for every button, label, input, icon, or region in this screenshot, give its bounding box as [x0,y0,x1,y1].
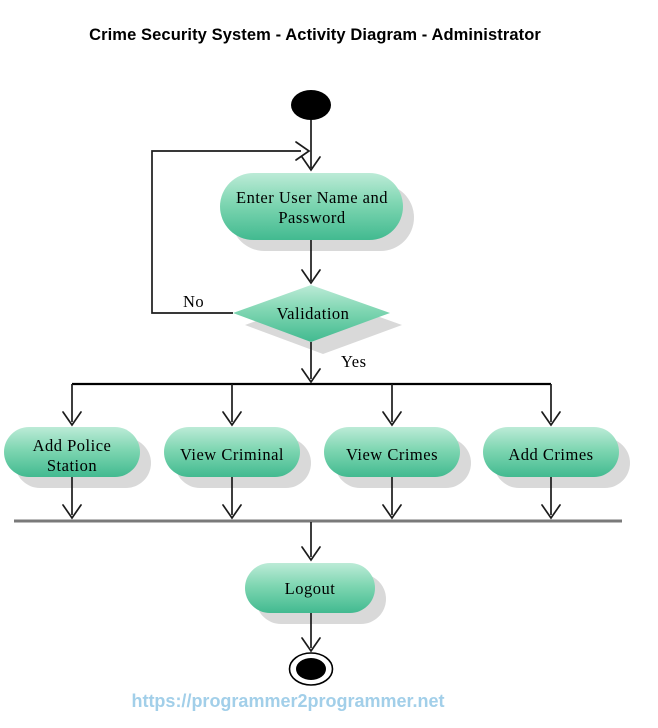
yes-edge-label: Yes [341,352,367,371]
no-edge-label: No [183,292,204,311]
footer-url-link[interactable]: https://programmer2programmer.net [131,691,445,711]
add-police-station-label-line1: Add Police [33,436,112,455]
final-node-core [296,658,326,680]
arrowhead-into-view-crimes [382,411,402,427]
arrowhead-loop-rejoin [295,141,311,161]
view-crimes-label: View Crimes [346,445,438,464]
page-title: Crime Security System - Activity Diagram… [89,26,541,44]
arrowhead-into-enter [301,156,321,172]
view-criminal-label: View Criminal [180,445,284,464]
add-police-station-label-line2: Station [47,456,97,475]
validation-label: Validation [277,304,350,323]
arrowhead-into-add-police-station [62,411,82,427]
arrowhead-into-logout [301,546,321,562]
arrowhead-join-3 [382,504,402,520]
view-crimes-node [324,427,460,477]
add-crimes-node [483,427,619,477]
logout-label: Logout [285,579,336,598]
arrowhead-into-fork [301,368,321,384]
initial-node [291,90,331,120]
enter-credentials-label-line1: Enter User Name and [236,188,388,207]
arrowhead-join-2 [222,504,242,520]
edge-validation-no-loop [151,150,301,314]
arrowhead-into-add-crimes [541,411,561,427]
view-criminal-node [164,427,300,477]
arrowhead-into-view-criminal [222,411,242,427]
arrowhead-join-1 [62,504,82,520]
arrowhead-join-4 [541,504,561,520]
enter-credentials-node [220,173,403,240]
validation-decision [233,285,390,342]
logout-node [245,563,375,613]
arrowhead-into-end [301,637,321,653]
add-police-station-node [4,427,140,477]
enter-credentials-label-line2: Password [278,208,346,227]
arrowhead-into-validation [301,269,321,285]
add-crimes-label: Add Crimes [508,445,593,464]
